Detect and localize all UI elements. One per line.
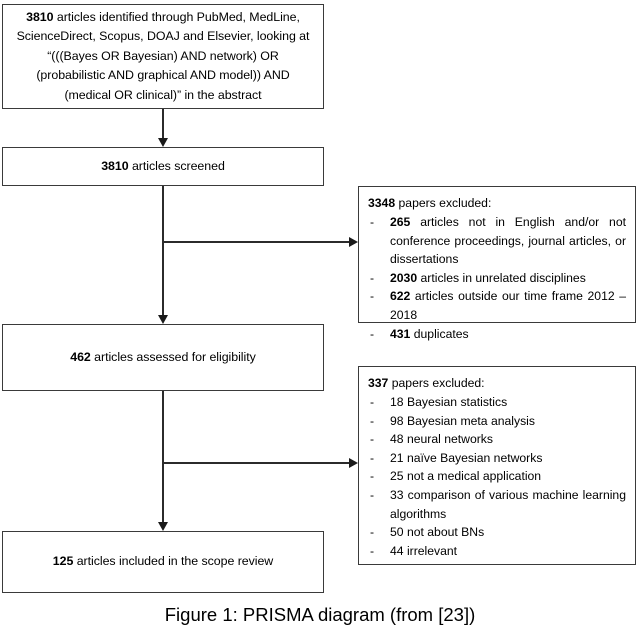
- bullet-dash-icon: -: [370, 413, 375, 428]
- bullet-dash-icon: -: [370, 525, 375, 540]
- list-item: - 50 not about BNs: [368, 523, 626, 542]
- bullet-dash-icon: -: [370, 432, 375, 447]
- count-identified: 3810: [26, 9, 54, 24]
- excluded-1-item-0: 265 articles not in English and/or not c…: [390, 213, 626, 269]
- arrowhead-screened-to-eligibility: [157, 315, 168, 324]
- excluded-1-item-1-count: 2030: [390, 270, 418, 285]
- list-item: - 431 duplicates: [368, 325, 626, 344]
- list-item: - 44 irrelevant: [368, 542, 626, 561]
- arrowhead-eligibility-to-excluded-2: [349, 457, 358, 468]
- bullet-dash-icon: -: [370, 543, 375, 558]
- list-item: - 18 Bayesian statistics: [368, 393, 626, 412]
- count-excluded-1: 3348: [368, 196, 396, 210]
- excluded-1-item-3: 431 duplicates: [390, 325, 626, 344]
- node-records-excluded-1: 3348 papers excluded: - 265 articles not…: [358, 186, 636, 341]
- arrowhead-identified-to-screened: [157, 138, 168, 147]
- list-item: - 622 articles outside our time frame 20…: [368, 287, 626, 324]
- list-item: - 2030 articles in unrelated disciplines: [368, 269, 626, 288]
- bullet-dash-icon: -: [370, 270, 375, 285]
- excluded-1-item-2-text: articles outside our time frame 2012 – 2…: [390, 289, 626, 323]
- bullet-dash-icon: -: [370, 215, 375, 230]
- excluded-2-item-5: 33 comparison of various machine learnin…: [390, 488, 626, 521]
- count-excluded-2: 337: [368, 376, 389, 390]
- node-records-eligibility: 462 articles assessed for eligibility: [2, 324, 324, 391]
- count-included: 125: [52, 554, 74, 569]
- excluded-1-item-2-count: 622: [390, 289, 411, 304]
- excluded-2-item-6: 50 not about BNs: [390, 525, 485, 540]
- list-item: - 21 naïve Bayesian networks: [368, 449, 626, 468]
- bullet-dash-icon: -: [370, 469, 375, 484]
- node-records-included-text: 125 articles included in the scope revie…: [43, 552, 283, 572]
- node-records-screened-text: 3810 articles screened: [91, 157, 235, 177]
- list-item: - 25 not a medical application: [368, 467, 626, 486]
- list-item: - 98 Bayesian meta analysis: [368, 412, 626, 431]
- excluded-2-item-1: 98 Bayesian meta analysis: [390, 413, 535, 428]
- connector-eligibility-to-included: [162, 391, 164, 523]
- excluded-2-item-4: 25 not a medical application: [390, 469, 542, 484]
- count-screened: 3810: [101, 158, 129, 173]
- list-item: - 33 comparison of various machine learn…: [368, 486, 626, 523]
- connector-screened-to-eligibility: [162, 186, 164, 316]
- excluded-1-item-0-count: 265: [390, 215, 411, 230]
- label-excluded-2: papers excluded:: [388, 376, 485, 390]
- connector-identified-to-screened: [162, 109, 164, 139]
- excluded-1-item-1: 2030 articles in unrelated disciplines: [390, 269, 626, 288]
- excluded-1-reason-list: - 265 articles not in English and/or not…: [368, 213, 626, 343]
- label-screened: articles screened: [128, 158, 225, 173]
- node-records-included: 125 articles included in the scope revie…: [2, 531, 324, 593]
- arrowhead-eligibility-to-included: [157, 522, 168, 531]
- bullet-dash-icon: -: [370, 289, 375, 304]
- excluded-2-reason-list: - 18 Bayesian statistics - 98 Bayesian m…: [368, 393, 626, 560]
- excluded-2-item-7: 44 irrelevant: [390, 543, 458, 558]
- label-included: articles included in the scope review: [73, 554, 274, 569]
- bullet-dash-icon: -: [370, 326, 375, 341]
- node-records-identified: 3810 articles identified through PubMed,…: [2, 4, 324, 109]
- excluded-1-item-2: 622 articles outside our time frame 2012…: [390, 287, 626, 324]
- node-records-excluded-2: 337 papers excluded: - 18 Bayesian stati…: [358, 366, 636, 565]
- arrowhead-screened-to-excluded-1: [349, 236, 358, 247]
- excluded-2-item-2: 48 neural networks: [390, 432, 493, 447]
- node-records-screened: 3810 articles screened: [2, 147, 324, 186]
- bullet-dash-icon: -: [370, 395, 375, 410]
- count-eligibility: 462: [70, 349, 91, 364]
- node-records-eligibility-text: 462 articles assessed for eligibility: [60, 348, 265, 368]
- excluded-2-item-3: 21 naïve Bayesian networks: [390, 450, 543, 465]
- excluded-1-item-0-text: articles not in English and/or not confe…: [390, 215, 626, 267]
- excluded-2-heading: 337 papers excluded:: [368, 374, 626, 392]
- label-excluded-1: papers excluded:: [395, 196, 492, 210]
- connector-eligibility-to-excluded-2: [162, 462, 350, 464]
- excluded-1-heading: 3348 papers excluded:: [368, 194, 626, 212]
- figure-caption: Figure 1: PRISMA diagram (from [23]): [164, 604, 476, 625]
- node-records-identified-text: 3810 articles identified through PubMed,…: [3, 8, 323, 106]
- list-item: - 265 articles not in English and/or not…: [368, 213, 626, 269]
- bullet-dash-icon: -: [370, 450, 375, 465]
- label-identified: articles identified through PubMed, MedL…: [16, 9, 310, 102]
- excluded-1-item-3-text: duplicates: [410, 326, 469, 341]
- excluded-1-item-1-text: articles in unrelated disciplines: [417, 270, 586, 285]
- label-eligibility: articles assessed for eligibility: [90, 349, 256, 364]
- bullet-dash-icon: -: [370, 488, 375, 503]
- excluded-1-item-3-count: 431: [390, 326, 411, 341]
- list-item: - 48 neural networks: [368, 430, 626, 449]
- excluded-2-item-0: 18 Bayesian statistics: [390, 395, 508, 410]
- connector-screened-to-excluded-1: [162, 241, 350, 243]
